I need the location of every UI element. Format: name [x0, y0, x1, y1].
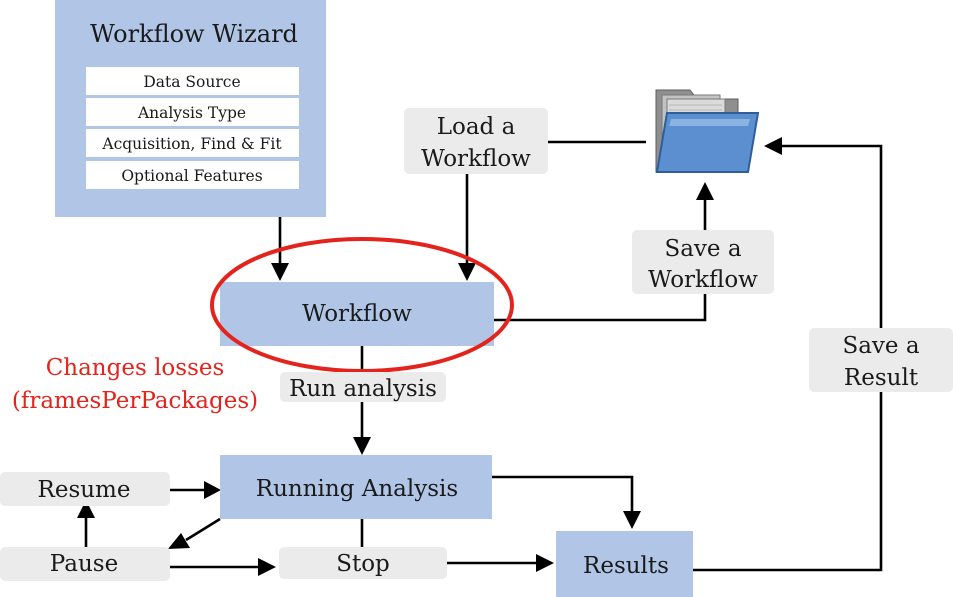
arrowhead-right: [204, 481, 221, 499]
pause-label: Pause: [50, 551, 118, 577]
save-result-node[interactable]: Save a Result: [809, 328, 953, 392]
save-result-label-line2: Result: [844, 365, 919, 391]
arrowhead-up: [696, 182, 714, 200]
wizard-title: Workflow Wizard: [90, 20, 298, 48]
save-workflow-label-line2: Workflow: [648, 267, 758, 293]
arrowhead-down: [271, 263, 289, 281]
annotation-line2: (framesPerPackages): [12, 388, 258, 414]
running-analysis-label: Running Analysis: [256, 476, 458, 502]
resume-node[interactable]: Resume: [0, 472, 170, 506]
save-result-to-folder-line: [780, 144, 883, 328]
wizard-item-analysis-type[interactable]: [86, 98, 299, 126]
wizard-item-label: Optional Features: [121, 167, 262, 185]
load-workflow-node[interactable]: Load a Workflow: [404, 108, 548, 174]
arrowhead-down: [353, 437, 371, 455]
wizard-item-label: Analysis Type: [137, 104, 246, 122]
load-workflow-box[interactable]: [404, 108, 548, 174]
results-label: Results: [583, 553, 669, 579]
save-workflow-label-line1: Save a: [664, 236, 741, 262]
wizard-item-data-source[interactable]: [86, 67, 299, 95]
save-workflow-node[interactable]: Save a Workflow: [632, 230, 774, 294]
wizard-item-label: Data Source: [143, 73, 240, 91]
arrowhead-right: [536, 554, 554, 572]
arrowhead-down-left: [168, 533, 190, 549]
workflow-label: Workflow: [302, 301, 412, 327]
running-to-results-line: [492, 475, 634, 512]
load-workflow-label-line2: Workflow: [421, 146, 531, 172]
workflow-node[interactable]: Workflow: [220, 282, 494, 346]
running-analysis-node[interactable]: Running Analysis: [220, 455, 492, 519]
connectors: [84, 140, 883, 572]
save-result-label-line1: Save a: [842, 333, 919, 359]
wizard-item-acquisition-find-fit[interactable]: [86, 129, 299, 157]
arrowheads: [77, 137, 782, 576]
arrowhead-right: [258, 558, 276, 576]
annotation-line1: Changes losses: [46, 355, 225, 381]
arrowhead-down: [458, 263, 476, 281]
workflow-box[interactable]: [220, 282, 494, 346]
load-workflow-label-line1: Load a: [437, 114, 516, 140]
stop-box[interactable]: [279, 547, 447, 579]
running-to-pause-line: [185, 517, 221, 542]
save-result-box[interactable]: [809, 328, 953, 392]
running-analysis-box[interactable]: [220, 455, 492, 519]
highlight-ellipse: [210, 237, 514, 373]
pause-box[interactable]: [0, 547, 170, 581]
workflow-to-save-line: [494, 294, 707, 322]
arrowhead-down: [623, 511, 641, 529]
run-analysis-label: Run analysis: [289, 376, 437, 402]
resume-label: Resume: [38, 477, 131, 503]
results-box[interactable]: [556, 531, 693, 597]
pause-node[interactable]: Pause: [0, 547, 170, 581]
folder-icon[interactable]: [655, 89, 760, 173]
results-node[interactable]: Results: [556, 531, 693, 597]
workflow-wizard-panel: Workflow Wizard Data Source Analysis Typ…: [55, 0, 326, 217]
run-analysis-box[interactable]: [280, 372, 446, 402]
wizard-item-optional-features[interactable]: [86, 161, 299, 189]
save-workflow-box[interactable]: [632, 230, 774, 294]
stop-label: Stop: [336, 551, 390, 577]
stop-node[interactable]: Stop: [279, 547, 447, 579]
arrowhead-left: [764, 137, 782, 155]
run-analysis-node[interactable]: Run analysis: [280, 372, 446, 402]
annotation-note: Changes losses (framesPerPackages): [12, 355, 258, 414]
arrowhead-up: [77, 500, 95, 518]
results-to-save-result-line: [693, 392, 883, 572]
wizard-item-label: Acquisition, Find & Fit: [101, 135, 282, 153]
resume-box[interactable]: [0, 472, 170, 506]
